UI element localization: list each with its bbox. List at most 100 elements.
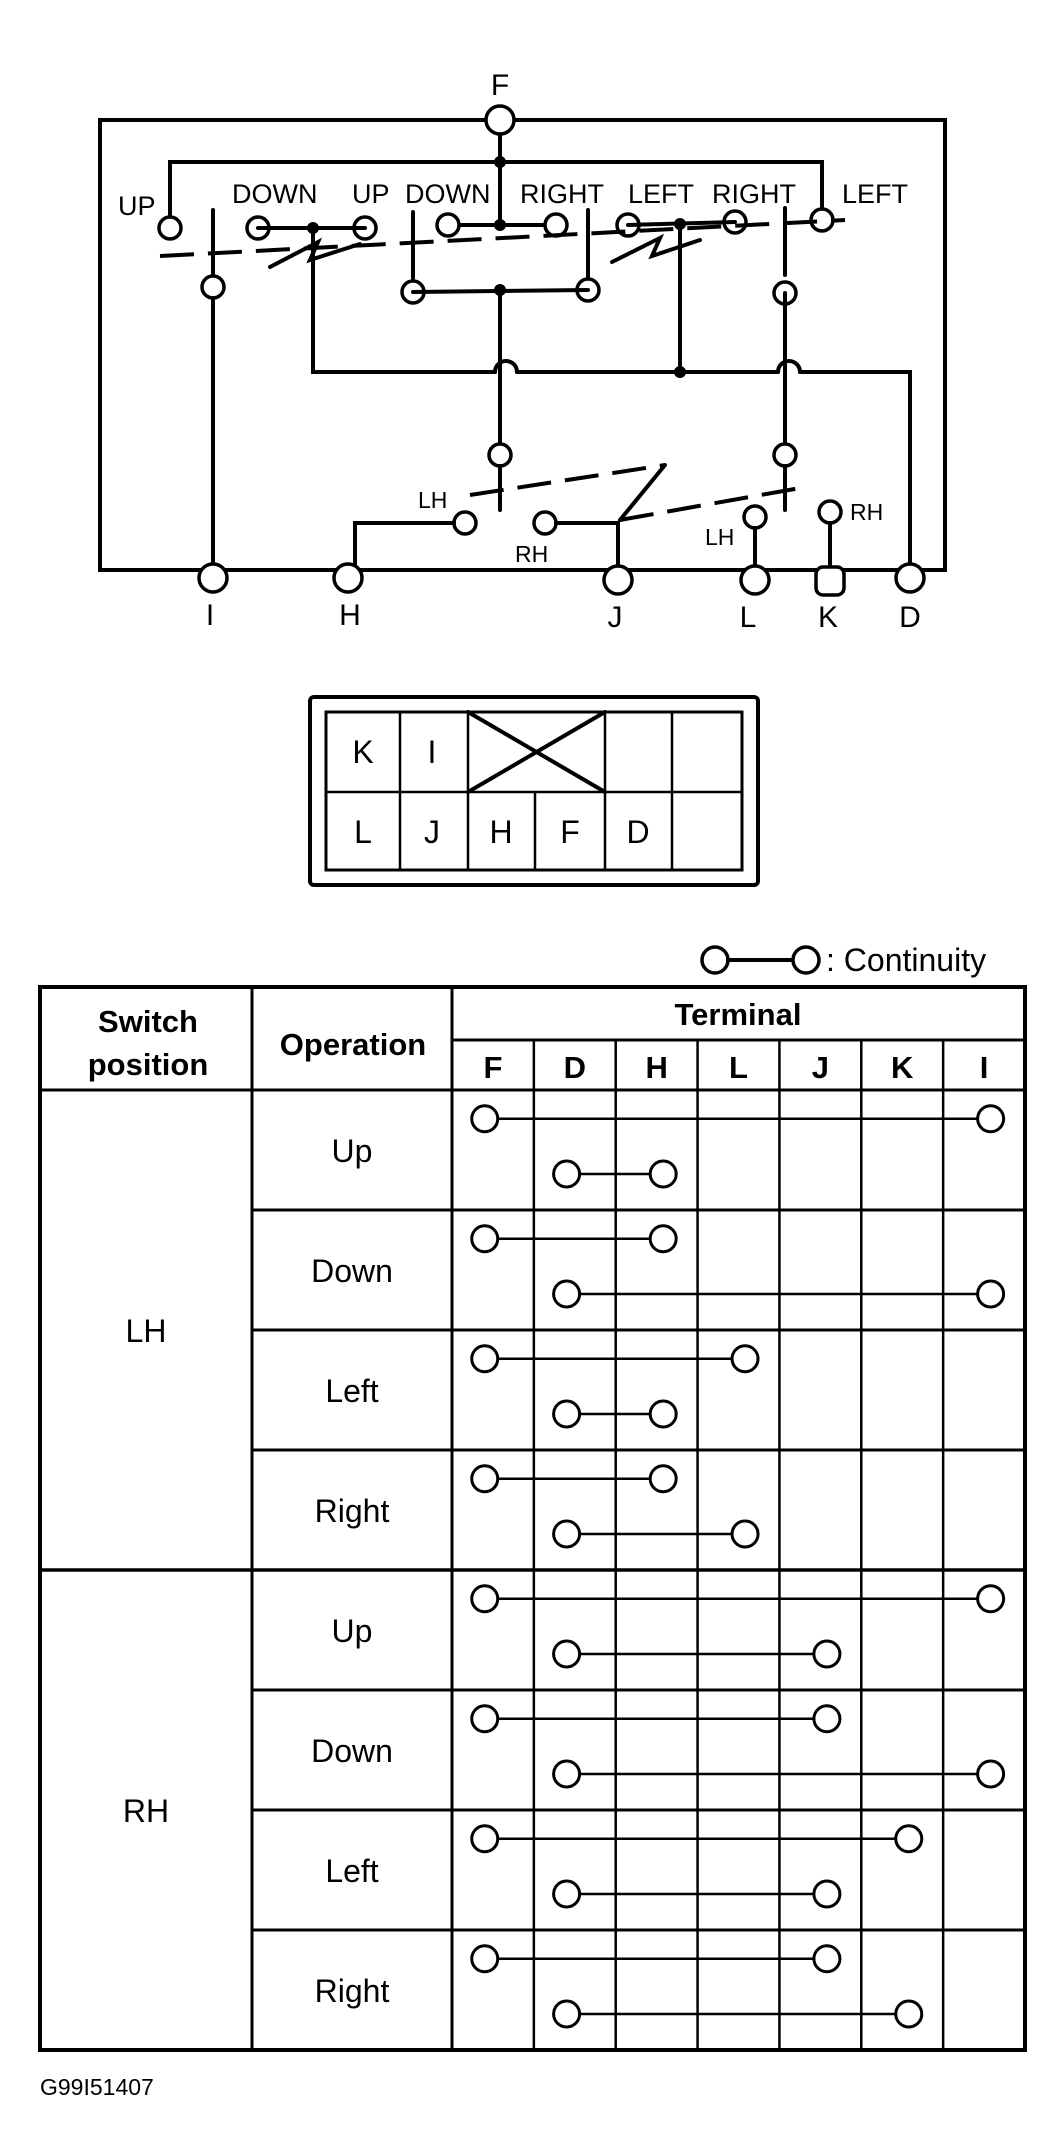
operation-lh-up: Up xyxy=(332,1133,373,1169)
continuity-lh-left-fl-end xyxy=(730,1344,760,1374)
legend-text: : Continuity xyxy=(826,942,986,978)
connector-cell-i: I xyxy=(428,734,437,770)
contact-common-up xyxy=(200,274,226,300)
connector-cell-k: K xyxy=(352,734,373,770)
continuity-rh-right-fj-end xyxy=(812,1944,842,1974)
continuity-rh-down-fj-end xyxy=(812,1704,842,1734)
connector-cell-j: J xyxy=(424,814,440,850)
selector-label-lh-2: LH xyxy=(705,524,734,550)
continuity-rh-left-fk-start xyxy=(470,1824,500,1854)
terminal-l xyxy=(739,564,771,596)
terminal-label-l: L xyxy=(740,601,757,634)
selector-label-lh-1: LH xyxy=(418,487,447,513)
continuity-rh-up-dj-end xyxy=(812,1639,842,1669)
terminal-f xyxy=(484,104,516,136)
continuity-lh-down-fh-start xyxy=(470,1224,500,1254)
continuity-lh-right-dl-start xyxy=(552,1519,582,1549)
continuity-lh-up-dh-end xyxy=(648,1159,678,1189)
terminal-label-d: D xyxy=(899,601,921,634)
connector-face: K I L J H F D xyxy=(308,695,760,887)
table-header: Switch position Operation Terminal xyxy=(88,997,802,1082)
selector-lh-1 xyxy=(452,510,478,536)
selector-common-1 xyxy=(487,442,513,468)
continuity-rh-up-dj-start xyxy=(552,1639,582,1669)
continuity-lh-right-dl-end xyxy=(730,1519,760,1549)
contact-label-left-2: LEFT xyxy=(842,179,908,209)
table-border xyxy=(38,985,1027,2052)
terminal-i xyxy=(197,562,229,594)
continuity-rh-left-dj-end xyxy=(812,1879,842,1909)
switch-position-lh: LH xyxy=(126,1313,167,1349)
operation-rh-up: Up xyxy=(332,1613,373,1649)
column-header-d: D xyxy=(564,1050,586,1085)
header-operation: Operation xyxy=(280,1027,426,1062)
contact-label-down-1: DOWN xyxy=(232,179,317,209)
contact-up-1 xyxy=(157,215,183,241)
housing-outline xyxy=(98,118,947,572)
connector-cell-h: H xyxy=(489,814,512,850)
terminal-j xyxy=(602,564,634,596)
continuity-lh-down-di-start xyxy=(552,1279,582,1309)
contact-label-right-2: RIGHT xyxy=(712,179,796,209)
column-header-k: K xyxy=(891,1050,914,1085)
terminal-h xyxy=(332,562,364,594)
selector-rh-2 xyxy=(817,499,843,525)
selector-common-2 xyxy=(772,442,798,468)
switch-schematic: F I H J L K D UP DOWN UP DOWN RIGHT LEFT… xyxy=(98,69,947,634)
column-header-l: L xyxy=(729,1050,748,1085)
continuity-lh-up-dh-start xyxy=(552,1159,582,1189)
terminal-label-h: H xyxy=(339,599,361,632)
continuity-lh-left-fl-start xyxy=(470,1344,500,1374)
selector-label-rh-2: RH xyxy=(850,499,883,525)
operation-lh-down: Down xyxy=(311,1253,393,1289)
continuity-rh-right-dk-start xyxy=(552,1999,582,2029)
continuity-lh-down-fh-end xyxy=(648,1224,678,1254)
continuity-rh-up-fi-end xyxy=(976,1584,1006,1614)
continuity-rh-right-dk-end xyxy=(894,1999,924,2029)
continuity-lh-up-fi-start xyxy=(470,1104,500,1134)
continuity-legend: : Continuity xyxy=(700,942,986,978)
contact-label-right-1: RIGHT xyxy=(520,179,604,209)
terminal-label-j: J xyxy=(608,601,623,634)
continuity-lh-up-fi-end xyxy=(976,1104,1006,1134)
header-terminal: Terminal xyxy=(675,997,802,1032)
header-switch-line1: Switch xyxy=(98,1004,198,1039)
connector-cell-d: D xyxy=(626,814,649,850)
operation-rh-right: Right xyxy=(315,1973,390,2009)
contact-right-1 xyxy=(543,212,569,238)
column-header-f: F xyxy=(483,1050,502,1085)
switch-position-rh: RH xyxy=(123,1793,169,1829)
continuity-rh-up-fi-start xyxy=(470,1584,500,1614)
legend-circle-left xyxy=(700,945,730,975)
column-header-h: H xyxy=(645,1050,667,1085)
operation-rh-down: Down xyxy=(311,1733,393,1769)
continuity-lh-left-dh-start xyxy=(552,1399,582,1429)
operation-rh-left: Left xyxy=(325,1853,378,1889)
terminal-label-f: F xyxy=(491,69,509,102)
selector-label-rh-1: RH xyxy=(515,541,548,567)
continuity-lh-down-di-end xyxy=(976,1279,1006,1309)
operation-lh-right: Right xyxy=(315,1493,390,1529)
column-header-i: I xyxy=(980,1050,989,1085)
continuity-lh-left-dh-end xyxy=(648,1399,678,1429)
continuity-lh-right-fh-end xyxy=(648,1464,678,1494)
continuity-rh-down-fj-start xyxy=(470,1704,500,1734)
terminal-label-i: I xyxy=(206,599,214,632)
connector-cell-l: L xyxy=(354,814,372,850)
selector-rh-1 xyxy=(532,510,558,536)
continuity-rh-left-fk-end xyxy=(894,1824,924,1854)
column-header-j: J xyxy=(812,1050,829,1085)
contact-label-left-1: LEFT xyxy=(628,179,694,209)
continuity-rh-down-di-start xyxy=(552,1759,582,1789)
terminal-k xyxy=(814,565,846,597)
continuity-rh-right-fj-start xyxy=(470,1944,500,1974)
terminal-d xyxy=(894,562,926,594)
continuity-table: Switch position Operation Terminal F D H L J… xyxy=(38,985,1027,2052)
contact-label-up-1: UP xyxy=(118,191,156,221)
figure-code: G99I51407 xyxy=(40,2074,154,2100)
contact-down-2 xyxy=(435,212,461,238)
continuity-rh-left-dj-start xyxy=(552,1879,582,1909)
